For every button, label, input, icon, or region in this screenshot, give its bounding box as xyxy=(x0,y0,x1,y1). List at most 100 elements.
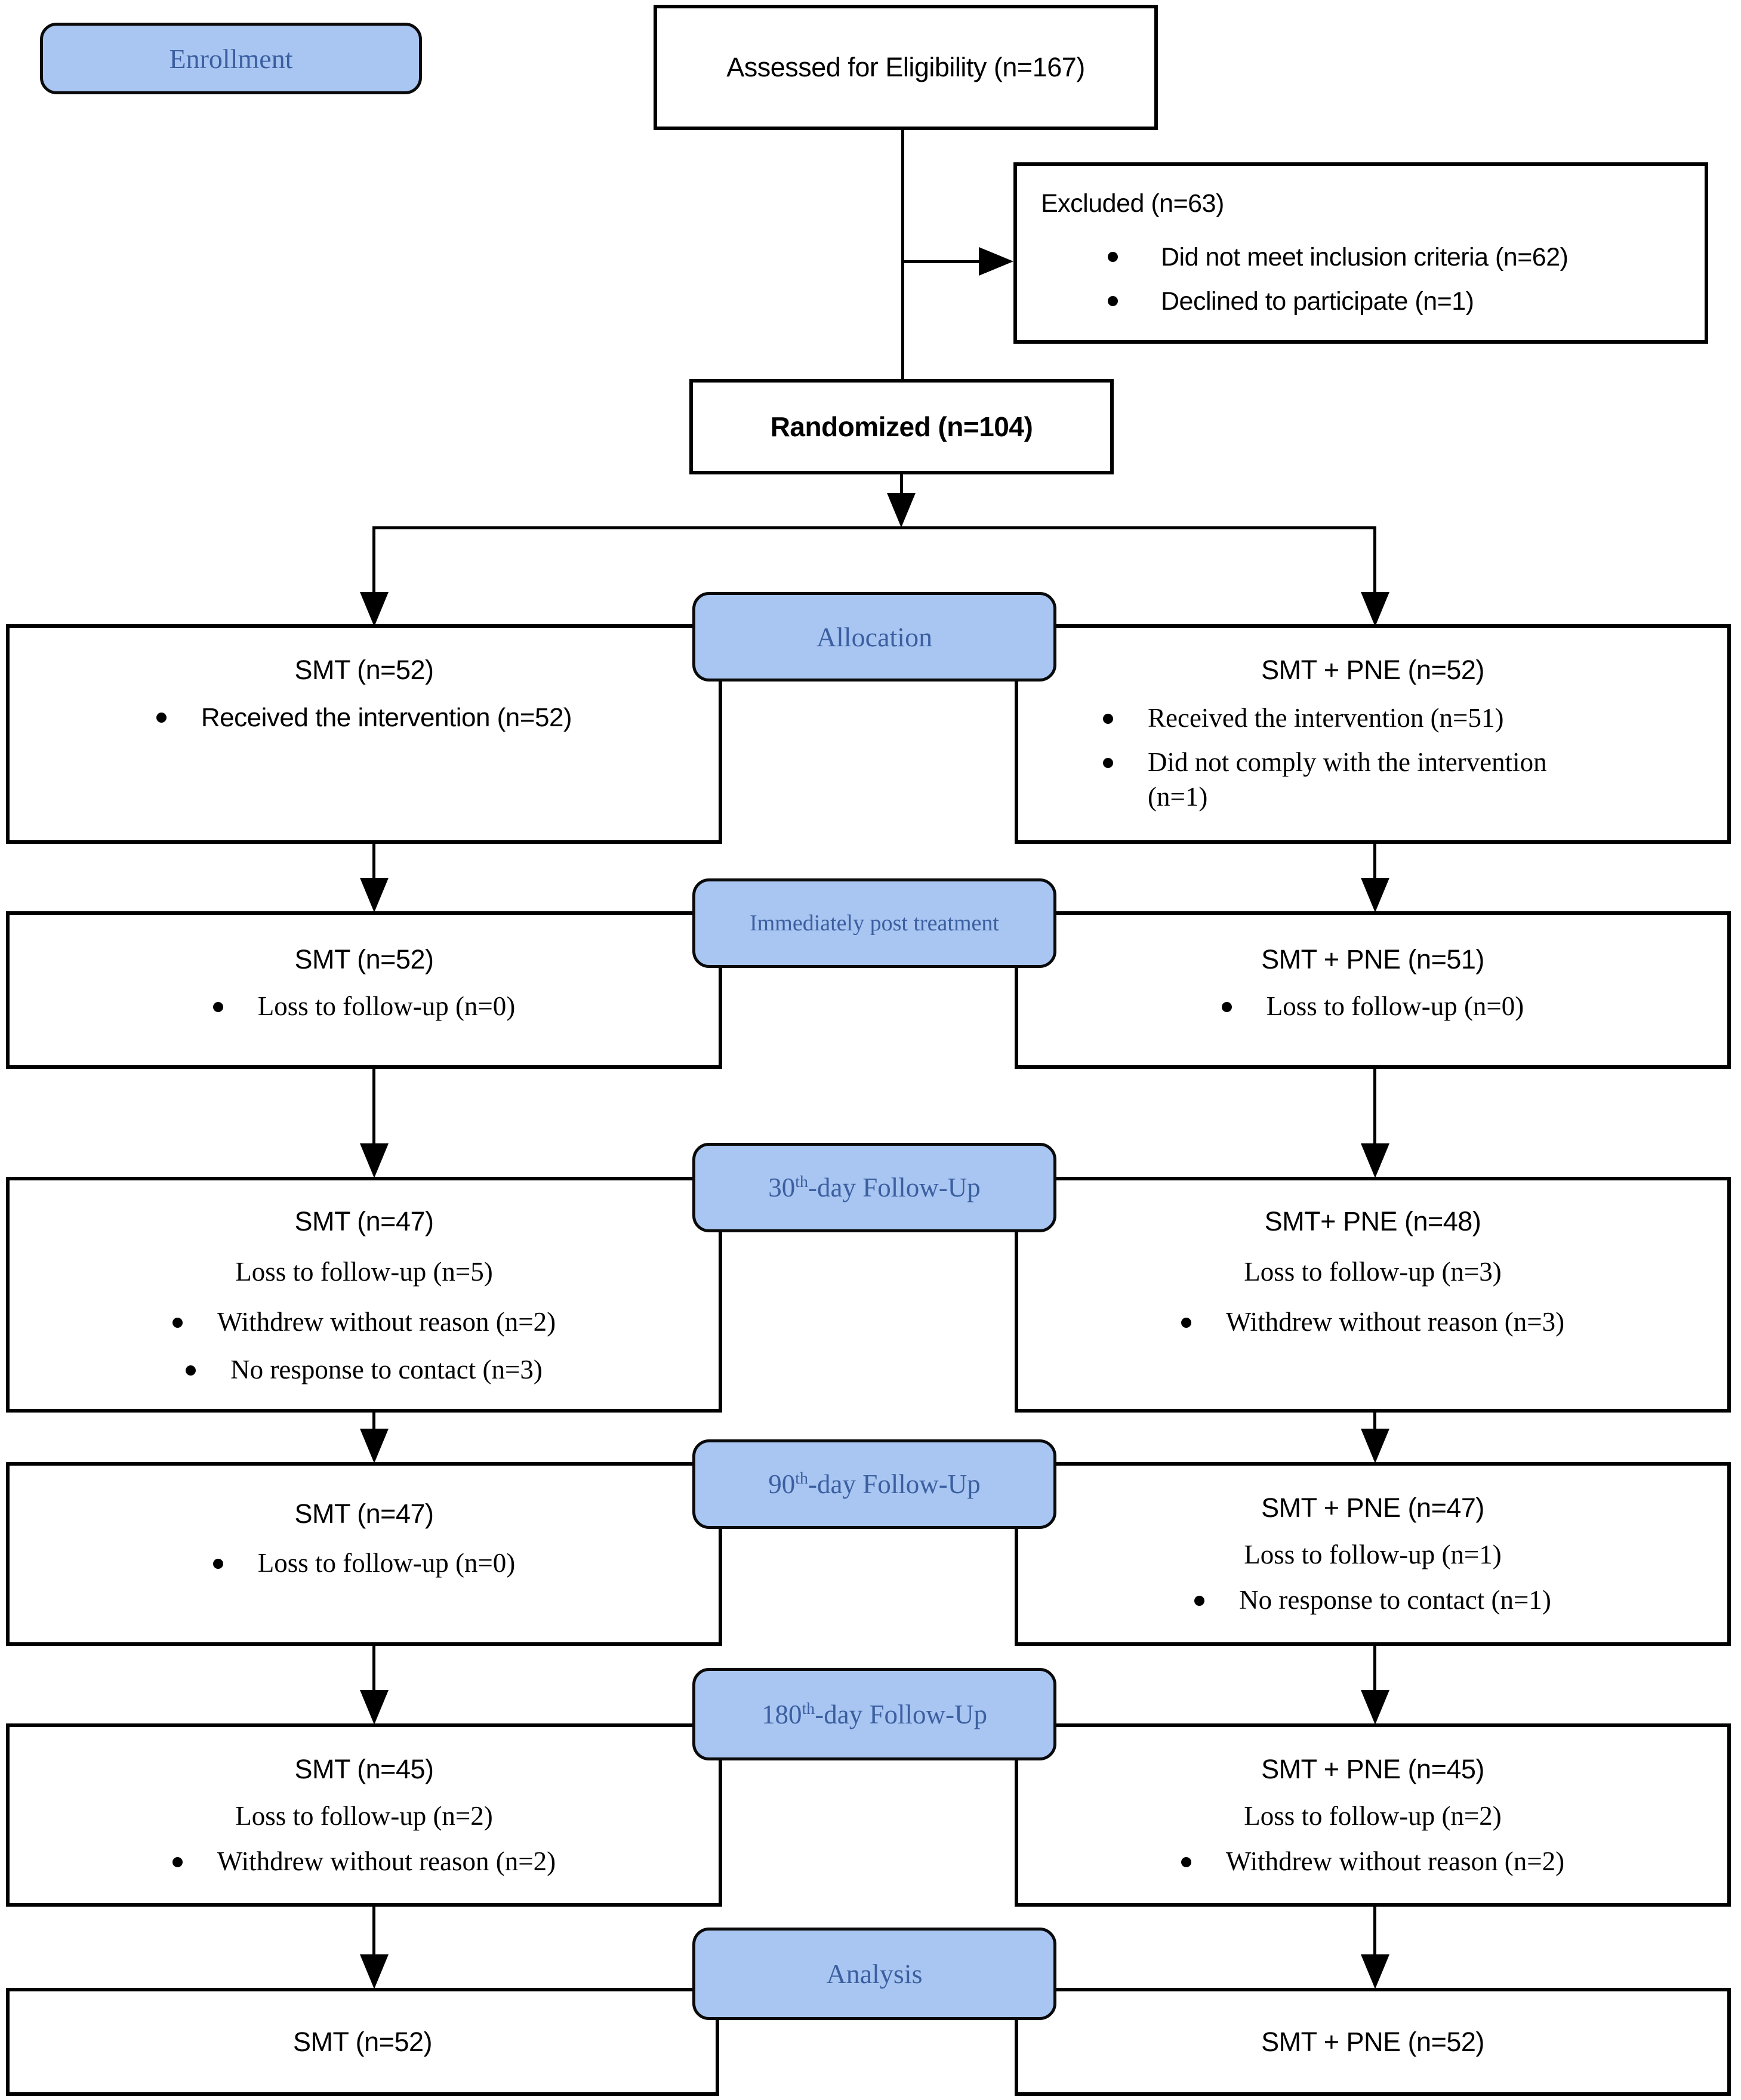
group-title: SMT + PNE (n=51) xyxy=(1261,944,1484,975)
group-title: SMT + PNE (n=52) xyxy=(1261,2026,1484,2057)
group-bullet-text: Received the intervention (n=51) xyxy=(1148,703,1504,733)
group-bullet: Withdrew without reason (n=2) xyxy=(10,1844,719,1879)
day180-label-text: 180th-day Follow-Up xyxy=(762,1699,987,1729)
analysis-left-box: SMT (n=52) xyxy=(6,1988,719,2096)
arrowhead-right-30 xyxy=(1361,1143,1389,1178)
day30-left-box: SMT (n=47) Loss to follow-up (n=5) Withd… xyxy=(6,1177,722,1413)
group-subtitle: Loss to follow-up (n=1) xyxy=(1244,1540,1502,1569)
group-bullet-text: Loss to follow-up (n=0) xyxy=(257,991,516,1021)
group-bullet: Received the intervention (n=52) xyxy=(10,701,719,735)
group-bullet: Withdrew without reason (n=2) xyxy=(1018,1844,1727,1879)
excluded-bullet-text: Did not meet inclusion criteria (n=62) xyxy=(1161,243,1569,272)
day180-right-box: SMT + PNE (n=45) Loss to follow-up (n=2)… xyxy=(1015,1723,1731,1907)
group-bullet-text: Withdrew without reason (n=2) xyxy=(217,1307,556,1337)
assessed-text: Assessed for Eligibility (n=167) xyxy=(726,52,1085,82)
group-title: SMT (n=47) xyxy=(294,1498,434,1529)
group-title: SMT + PNE (n=45) xyxy=(1261,1754,1484,1784)
excluded-title: Excluded (n=63) xyxy=(1041,189,1224,218)
arrowhead-excluded xyxy=(979,247,1013,276)
post-left-box: SMT (n=52) Loss to follow-up (n=0) xyxy=(6,911,722,1069)
connector-left-90-180 xyxy=(372,1644,375,1695)
bullet-dot xyxy=(172,1857,183,1868)
excluded-box: Excluded (n=63) Did not meet inclusion c… xyxy=(1013,162,1708,344)
connector-to-excluded xyxy=(902,260,984,263)
allocation-label-text: Allocation xyxy=(816,621,933,652)
group-title: SMT (n=52) xyxy=(294,944,434,975)
analysis-right-box: SMT + PNE (n=52) xyxy=(1015,1988,1731,2096)
arrowhead-left-analysis xyxy=(360,1954,389,1989)
day90-right-box: SMT + PNE (n=47) Loss to follow-up (n=1)… xyxy=(1015,1462,1731,1646)
connector-left-alloc-post xyxy=(372,841,375,880)
branch-line xyxy=(372,526,1376,529)
group-bullet: No response to contact (n=1) xyxy=(1018,1583,1727,1617)
connector-right-30-90 xyxy=(1373,1410,1376,1433)
group-title: SMT+ PNE (n=48) xyxy=(1264,1206,1481,1236)
day30-right-box: SMT+ PNE (n=48) Loss to follow-up (n=3) … xyxy=(1015,1177,1731,1413)
group-bullet: Withdrew without reason (n=2) xyxy=(10,1305,719,1339)
enrollment-label-text: Enrollment xyxy=(169,43,293,74)
group-bullet: Loss to follow-up (n=0) xyxy=(10,1546,719,1580)
day30-label-text: 30th-day Follow-Up xyxy=(768,1173,981,1202)
group-subtitle: Loss to follow-up (n=2) xyxy=(1244,1801,1502,1831)
arrowhead-right-90 xyxy=(1361,1429,1389,1463)
bullet-dot xyxy=(1181,1318,1191,1328)
group-bullet-text: Withdrew without reason (n=3) xyxy=(1225,1307,1565,1337)
excluded-bullet-text: Declined to participate (n=1) xyxy=(1161,287,1474,316)
group-bullet-text: No response to contact (n=1) xyxy=(1239,1585,1551,1615)
stage-label-allocation: Allocation xyxy=(692,592,1056,682)
stage-label-30day: 30th-day Follow-Up xyxy=(692,1143,1056,1232)
connector-right-180-analysis xyxy=(1373,1905,1376,1959)
group-bullet: Did not comply with the intervention (n=… xyxy=(1103,745,1727,814)
excluded-bullet: Did not meet inclusion criteria (n=62) xyxy=(1108,240,1705,275)
arrowhead-left-post xyxy=(360,878,389,912)
bullet-dot xyxy=(172,1318,183,1328)
group-subtitle: Loss to follow-up (n=5) xyxy=(235,1257,493,1287)
connector-right-post-30 xyxy=(1373,1066,1376,1147)
excluded-bullet: Declined to participate (n=1) xyxy=(1108,284,1705,319)
allocation-left-box: SMT (n=52) Received the intervention (n=… xyxy=(6,624,722,844)
group-bullet-text: Withdrew without reason (n=2) xyxy=(217,1846,556,1876)
arrowhead-left-30 xyxy=(360,1143,389,1178)
group-title: SMT + PNE (n=47) xyxy=(1261,1492,1484,1523)
group-title: SMT (n=52) xyxy=(294,655,434,685)
group-title: SMT + PNE (n=52) xyxy=(1261,655,1484,685)
group-subtitle: Loss to follow-up (n=2) xyxy=(235,1801,493,1831)
bullet-dot xyxy=(1108,296,1118,307)
group-bullet: Received the intervention (n=51) xyxy=(1103,701,1727,735)
group-bullet-text: Withdrew without reason (n=2) xyxy=(1225,1846,1565,1876)
post-treatment-label-text: Immediately post treatment xyxy=(750,911,999,936)
day90-label-text: 90th-day Follow-Up xyxy=(768,1469,981,1499)
bullet-dot xyxy=(156,712,167,723)
group-bullet-text: Received the intervention (n=52) xyxy=(201,703,572,732)
allocation-right-box: SMT + PNE (n=52) Received the interventi… xyxy=(1015,624,1731,844)
connector-right-90-180 xyxy=(1373,1644,1376,1695)
bullet-dot xyxy=(1181,1857,1191,1868)
group-bullet-text: Loss to follow-up (n=0) xyxy=(257,1548,516,1578)
analysis-label-text: Analysis xyxy=(826,1959,923,1989)
bullet-dot xyxy=(212,1002,223,1013)
assessed-box: Assessed for Eligibility (n=167) xyxy=(654,5,1158,130)
bullet-dot xyxy=(186,1365,196,1376)
arrowhead-left-90 xyxy=(360,1429,389,1463)
arrowhead-right-post xyxy=(1361,878,1389,912)
drop-left-allocation xyxy=(372,526,375,595)
day180-left-box: SMT (n=45) Loss to follow-up (n=2) Withd… xyxy=(6,1723,722,1907)
drop-right-allocation xyxy=(1373,526,1376,595)
group-title: SMT (n=45) xyxy=(294,1754,434,1784)
group-bullet-text: Did not comply with the intervention (n=… xyxy=(1148,747,1547,812)
group-bullet-text: No response to contact (n=3) xyxy=(230,1355,543,1384)
bullet-dot xyxy=(212,1559,223,1569)
arrowhead-right-allocation xyxy=(1361,592,1389,627)
arrowhead-left-180 xyxy=(360,1690,389,1725)
group-bullet-text: Loss to follow-up (n=0) xyxy=(1266,991,1524,1021)
stage-label-180day: 180th-day Follow-Up xyxy=(692,1668,1056,1760)
bullet-dot xyxy=(1103,758,1113,768)
group-bullet: Loss to follow-up (n=0) xyxy=(1018,989,1727,1023)
connector-randomized-to-branch xyxy=(900,474,903,507)
post-right-box: SMT + PNE (n=51) Loss to follow-up (n=0) xyxy=(1015,911,1731,1069)
arrowhead-left-allocation xyxy=(360,592,389,627)
bullet-dot xyxy=(1108,252,1118,263)
group-subtitle: Loss to follow-up (n=3) xyxy=(1244,1257,1502,1287)
connector-left-30-90 xyxy=(372,1410,375,1433)
group-bullet: Withdrew without reason (n=3) xyxy=(1018,1305,1727,1339)
